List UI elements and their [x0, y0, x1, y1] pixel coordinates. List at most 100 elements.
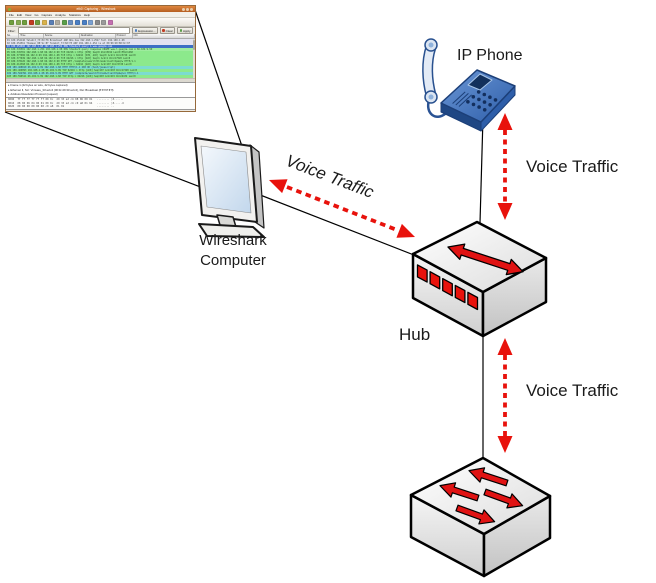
go-forward-icon[interactable] [81, 19, 87, 25]
go-to-packet-icon[interactable] [88, 19, 94, 25]
packet-row[interactable]: 95 189.345781 192.168.1.68 66.102.9.99 T… [6, 50, 195, 54]
stop-capture-icon[interactable] [28, 19, 34, 25]
phone-speaker-lines [452, 91, 472, 107]
wireshark-computer-label: Wireshark Computer [199, 232, 267, 269]
hex-line: 0010 08 00 06 04 00 01 00 0c 29 33 ad c4… [8, 101, 124, 105]
column-header[interactable]: Source [44, 34, 80, 38]
packet-list[interactable]: 91 189.254146 Telebit_73:8d:f8 Broadcast… [6, 38, 195, 78]
menu-item-go[interactable]: Go [34, 12, 39, 17]
menu-item-view[interactable]: View [25, 12, 32, 17]
start-capture-icon[interactable] [22, 19, 28, 25]
column-header[interactable]: Destination [80, 34, 116, 38]
packet-row[interactable]: 100 189.468810 66.102.9.99 192.168.1.68 … [6, 65, 195, 69]
voice-traffic-label-top: Voice Traffic [526, 157, 619, 176]
packet-row[interactable]: 93 189.254696 192.168.1.68 192.168.1.254… [6, 44, 195, 48]
menu-item-capture[interactable]: Capture [41, 12, 53, 17]
monitor-icon[interactable] [194, 137, 265, 238]
expander-icon[interactable]: ▸ [8, 92, 10, 97]
ip-phone-label: IP Phone [457, 47, 523, 64]
detail-line[interactable]: ▸Frame 1 (42 bytes on wire, 42 bytes cap… [8, 83, 68, 87]
minimize-icon[interactable] [182, 7, 185, 11]
packet-row[interactable]: 92 189.254561 Thomson_88:9c:8f Telebit_7… [6, 41, 195, 45]
menu-item-analyze[interactable]: Analyze [55, 12, 66, 17]
close-icon[interactable] [190, 7, 193, 11]
switch-icon[interactable] [409, 456, 552, 578]
filter-input[interactable] [17, 27, 131, 34]
open-file-icon[interactable] [41, 19, 47, 25]
wireshark-titlebar[interactable]: eth0: Capturing - Wireshark [6, 6, 195, 12]
zoom-icon[interactable] [94, 19, 100, 25]
hub-repeat-arrow [447, 243, 524, 276]
packet-row[interactable]: 97 189.377949 192.168.1.68 66.102.9.99 T… [6, 56, 195, 60]
go-back-icon[interactable] [74, 19, 80, 25]
column-header[interactable]: No. [6, 34, 20, 38]
phone-body [440, 69, 516, 123]
packet-details-pane[interactable]: ▸Frame 1 (42 bytes on wire, 42 bytes cap… [6, 81, 195, 97]
monitor-screen [200, 145, 252, 214]
column-header[interactable]: Time [19, 34, 44, 38]
reload-icon[interactable] [61, 19, 67, 25]
status-packet-counts: Packets: 445 Displayed: 445 Marked: 0 [90, 111, 139, 112]
apply-button[interactable]: Apply [177, 27, 193, 34]
packet-row[interactable]: 101 189.469093 192.168.1.68 66.102.9.99 … [6, 68, 195, 72]
packet-row[interactable]: 91 189.254146 Telebit_73:8d:f8 Broadcast… [6, 38, 195, 42]
menu-item-edit[interactable]: Edit [16, 12, 23, 17]
restart-capture-icon[interactable] [35, 19, 41, 25]
phone-handset [423, 43, 435, 99]
status-capture-info: eth0: <live capture in progress> Fil... [8, 111, 53, 112]
column-header[interactable]: Protocol [116, 34, 133, 38]
phone-keypad [466, 90, 498, 112]
wireshark-app-icon [8, 7, 11, 11]
expression-button[interactable]: Expression... [132, 27, 158, 34]
expander-icon[interactable]: ▸ [8, 83, 10, 87]
menu-item-file[interactable]: File [9, 12, 14, 17]
vertical-scrollbar[interactable] [192, 38, 195, 78]
hub-ports [416, 264, 479, 311]
detail-line[interactable]: ▸Address Resolution Protocol (request) [8, 92, 58, 97]
wireshark-filter-bar: Filter: Expression... Clear Apply [6, 27, 195, 34]
expander-icon[interactable]: ▸ [8, 87, 10, 92]
network-links [249, 116, 484, 458]
clear-button[interactable]: Clear [159, 27, 176, 34]
packet-row[interactable]: 96 189.377906 66.102.9.99 192.168.1.68 T… [6, 53, 195, 57]
interfaces-icon[interactable] [9, 19, 14, 25]
save-file-icon[interactable] [48, 19, 54, 25]
coloring-rules-icon[interactable] [107, 19, 113, 25]
packet-row[interactable]: 94 189.345581 192.168.1.254 192.168.1.68… [6, 47, 195, 51]
packet-row[interactable]: 103 189.596511 66.102.9.99 192.168.1.68 … [6, 74, 195, 78]
resize-columns-icon[interactable] [101, 19, 107, 25]
menu-item-statistics[interactable]: Statistics [68, 12, 81, 17]
maximize-icon[interactable] [186, 7, 189, 11]
phone-display [467, 73, 493, 91]
wireshark-statusbar: eth0: <live capture in progress> Fil... … [6, 108, 195, 112]
column-header[interactable]: Info [133, 34, 195, 38]
voice-traffic-label-bottom: Voice Traffic [526, 381, 619, 400]
apply-icon [179, 29, 182, 32]
ip-phone-icon[interactable] [422, 38, 516, 132]
link-computer-hub [249, 190, 415, 256]
horizontal-scrollbar[interactable] [6, 77, 195, 82]
find-packet-icon[interactable] [68, 19, 74, 25]
packet-bytes-pane[interactable]: 0000 ff ff ff ff ff ff 00 0c 29 33 ad c4… [6, 96, 195, 109]
detail-line[interactable]: ▸Ethernet II, Src: Vmware_33:ad:c4 (00:0… [8, 87, 114, 92]
packet-row[interactable]: 99 189.412368 66.102.9.99 192.168.1.68 T… [6, 62, 195, 66]
close-file-icon[interactable] [55, 19, 61, 25]
packet-row[interactable]: 98 189.378126 192.168.1.68 66.102.9.99 H… [6, 59, 195, 63]
menu-item-help[interactable]: Help [83, 12, 91, 17]
filter-label: Filter: [8, 28, 16, 33]
hex-line: 0000 ff ff ff ff ff ff 00 0c 29 33 ad c4… [8, 98, 124, 102]
capture-options-icon[interactable] [15, 19, 21, 25]
wireshark-toolbar [6, 17, 195, 27]
packet-row[interactable]: 102 189.562391 192.168.1.68 66.102.9.99 … [6, 71, 195, 75]
hub-icon[interactable] [411, 220, 548, 338]
hub-label: Hub [399, 325, 431, 344]
clear-icon [162, 29, 165, 32]
hex-line: 0020 00 00 00 00 00 00 c0 a8 01 01 .....… [8, 105, 115, 109]
link-phone-hub [479, 116, 484, 224]
voice-traffic-arrow-bottom [497, 338, 513, 453]
callout-line-top [193, 6, 245, 153]
